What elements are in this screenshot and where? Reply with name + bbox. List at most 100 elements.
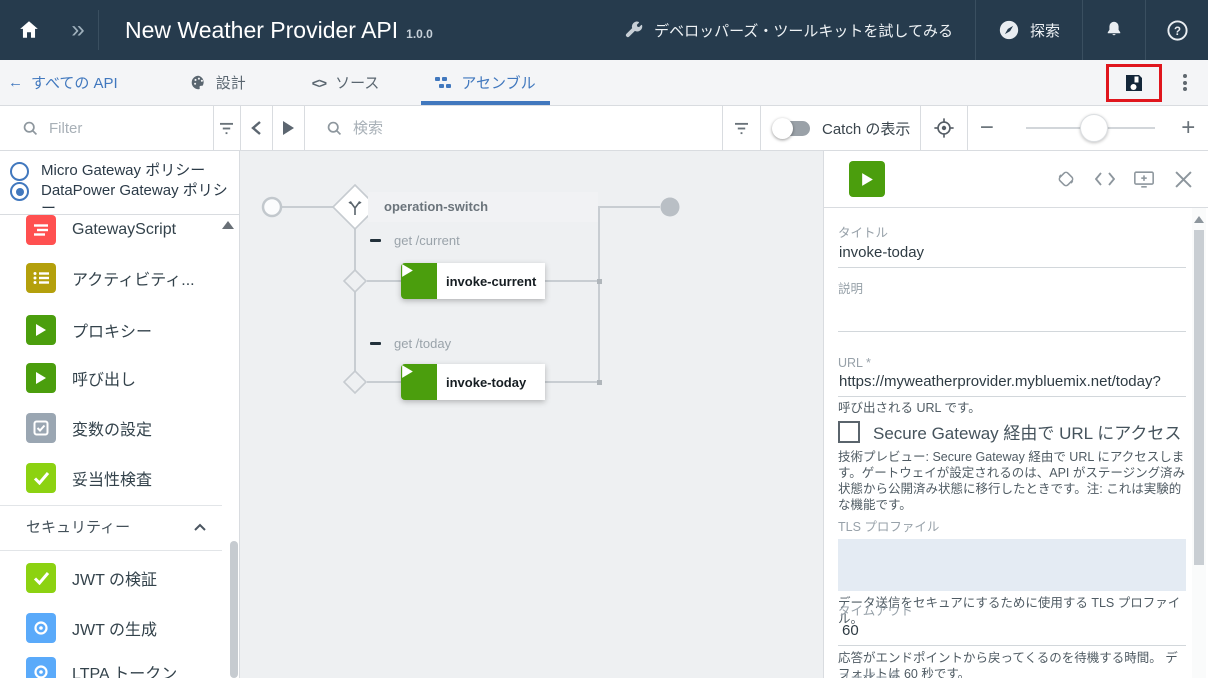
tab-source-label: ソース: [335, 75, 380, 92]
panel-scrollbar[interactable]: [1192, 208, 1206, 678]
title-field-input[interactable]: invoke-today: [838, 241, 1186, 268]
center-view-button[interactable]: [920, 117, 967, 139]
api-version: 1.0.0: [406, 26, 433, 41]
security-section-header[interactable]: セキュリティー: [26, 516, 206, 537]
header-divider: [974, 0, 976, 60]
case-get-current[interactable]: get /current: [370, 233, 460, 248]
canvas-search-input[interactable]: [353, 119, 653, 137]
policy-label: アクティビティ...: [72, 272, 195, 289]
case-get-today[interactable]: get /today: [370, 336, 451, 351]
expand-menu-button[interactable]: »: [71, 16, 85, 43]
policy-jwt-validate[interactable]: JWT の検証: [26, 563, 157, 593]
zoom-in-button[interactable]: +: [1181, 114, 1196, 141]
secure-gateway-checkbox[interactable]: [838, 420, 860, 443]
sidebar-scrollbar-thumb[interactable]: [230, 541, 238, 678]
property-form: タイトル invoke-today 説明 URL * https://mywea…: [824, 208, 1208, 678]
case-connector-diamond[interactable]: [342, 268, 368, 294]
explore-button[interactable]: 探索: [976, 0, 1082, 60]
title-field-label: タイトル: [838, 226, 889, 240]
policy-validate[interactable]: 妥当性検査: [26, 463, 152, 493]
micro-gateway-option[interactable]: Micro Gateway ポリシー: [10, 162, 231, 181]
zoom-slider-handle[interactable]: [1080, 114, 1109, 142]
crosshair-icon: [933, 118, 954, 138]
flow-start-node[interactable]: [261, 196, 283, 218]
branch-icon: [348, 201, 362, 215]
toggle-knob[interactable]: [772, 117, 793, 139]
collapse-case-icon[interactable]: [370, 239, 381, 242]
datapower-gateway-option[interactable]: DataPower Gateway ポリシー: [10, 182, 231, 218]
policy-activity-log[interactable]: アクティビティ...: [26, 263, 195, 293]
save-button[interactable]: [1117, 66, 1151, 100]
timeout-field-help: 応答がエンドポイントから戻ってくるのを待機する時間。 デフォルトは 60 秒です…: [838, 651, 1178, 678]
zoom-slider[interactable]: [1026, 114, 1155, 142]
policy-proxy[interactable]: プロキシー: [26, 315, 152, 345]
header-divider: [98, 10, 99, 50]
policy-gatewayscript[interactable]: GatewayScript: [26, 215, 176, 245]
invoke-current-node[interactable]: invoke-current: [401, 263, 545, 299]
tab-assemble[interactable]: アセンブル: [421, 60, 550, 105]
palette-scroll-up[interactable]: [222, 221, 234, 229]
policy-set-variable[interactable]: 変数の設定: [26, 413, 152, 443]
overflow-menu-button[interactable]: [1162, 64, 1208, 102]
radio-selected-icon[interactable]: [10, 182, 29, 201]
operation-switch-label[interactable]: operation-switch: [368, 192, 598, 222]
assembly-toolbar: Catch の表示 − +: [0, 105, 1208, 151]
close-icon[interactable]: [1172, 168, 1194, 190]
assembly-canvas[interactable]: operation-switch get /current invoke-cur…: [240, 151, 823, 678]
bell-icon: [1107, 21, 1121, 36]
run-segment: [272, 106, 304, 150]
panel-scrollbar-thumb[interactable]: [1194, 230, 1204, 565]
invoke-today-node[interactable]: invoke-today: [401, 364, 545, 400]
toolkit-link[interactable]: デベロッパーズ・ツールキットを試してみる: [602, 0, 975, 60]
policy-label: 変数の設定: [72, 422, 153, 439]
tab-design[interactable]: 設計: [176, 60, 260, 105]
panel-scroll-up[interactable]: [1194, 216, 1204, 223]
back-to-all-apis-link[interactable]: ← すべての API: [0, 72, 128, 93]
policy-label: JWT の検証: [72, 572, 158, 589]
tab-source[interactable]: <> ソース: [298, 60, 394, 105]
policy-label: 呼び出し: [72, 372, 137, 389]
open-in-new-window-icon[interactable]: [1133, 168, 1155, 190]
zoom-out-button[interactable]: −: [979, 114, 994, 141]
canvas-filter-options: [722, 106, 760, 150]
invoke-node-label: invoke-today: [437, 364, 545, 400]
tls-profile-label: TLS プロファイル: [838, 520, 940, 534]
secure-gateway-checkbox-row[interactable]: Secure Gateway 経由で URL にアクセス: [838, 419, 1186, 444]
palette-filter-input[interactable]: [49, 119, 169, 137]
case-connector-diamond[interactable]: [342, 369, 368, 395]
main-area: Micro Gateway ポリシー DataPower Gateway ポリシ…: [0, 151, 1208, 678]
tls-profile-select[interactable]: [838, 539, 1186, 591]
policy-label: 妥当性検査: [72, 472, 153, 489]
svg-text:?: ?: [1173, 25, 1180, 37]
security-section-label: セキュリティー: [26, 519, 131, 536]
play-icon: [401, 364, 437, 400]
check-icon: [26, 463, 56, 493]
canvas-search-segment: [304, 106, 722, 150]
view-source-icon[interactable]: [1094, 168, 1116, 190]
url-field-input[interactable]: https://myweatherprovider.mybluemix.net/…: [838, 370, 1186, 397]
play-button[interactable]: [272, 120, 304, 136]
radio-unselected-icon[interactable]: [10, 162, 29, 181]
header-divider: [1082, 0, 1083, 60]
notifications-button[interactable]: [1083, 0, 1145, 60]
policy-label: LTPA トークン: [72, 666, 178, 678]
collapse-case-icon[interactable]: [370, 342, 381, 345]
chevron-up-icon: [194, 523, 206, 531]
flow-end-node[interactable]: [660, 197, 680, 217]
policy-invoke[interactable]: 呼び出し: [26, 363, 136, 393]
section-divider: [0, 550, 222, 551]
filter-icon[interactable]: [722, 122, 760, 135]
username-field-label: ユーザー名: [838, 671, 901, 678]
timeout-field-input[interactable]: 60: [838, 619, 1186, 646]
catch-toggle[interactable]: [772, 117, 810, 139]
policy-ltpa-token[interactable]: LTPA トークン: [26, 657, 177, 678]
description-field-label: 説明: [838, 282, 864, 296]
back-link-label: すべての API: [31, 75, 118, 92]
filter-icon[interactable]: [213, 122, 240, 135]
description-field-input[interactable]: [838, 297, 1186, 332]
help-button[interactable]: ?: [1146, 0, 1208, 60]
policy-jwt-generate[interactable]: JWT の生成: [26, 613, 157, 643]
previous-button[interactable]: [240, 120, 272, 136]
home-button[interactable]: [0, 0, 58, 60]
rotate-icon[interactable]: [1055, 168, 1077, 190]
